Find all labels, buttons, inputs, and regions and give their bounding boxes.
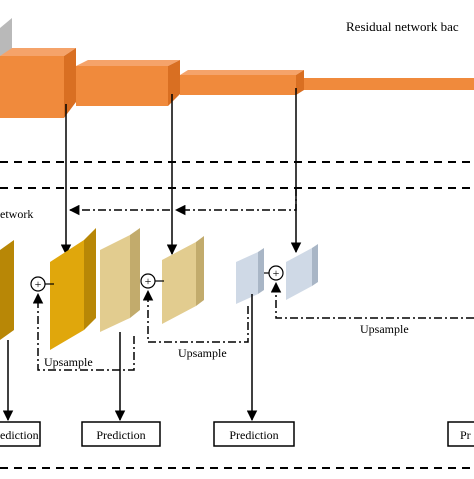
backbone-block-3-top	[180, 70, 304, 75]
upsample-label-3: Upsample	[360, 322, 409, 336]
upsample-path-2	[142, 289, 249, 343]
fpn-title: etwork	[0, 207, 33, 221]
feature-map-blue-2	[286, 244, 318, 300]
stem-block	[0, 18, 12, 60]
svg-text:Prediction: Prediction	[229, 428, 278, 442]
upsample-path-3	[270, 281, 474, 319]
feature-map-tan-1	[100, 228, 140, 332]
prediction-box-2: Prediction	[81, 421, 161, 447]
feature-map-gold-1	[0, 240, 14, 340]
svg-text:+: +	[273, 266, 280, 280]
prediction-box-3: Prediction	[213, 421, 295, 447]
backbone-block-2-side	[168, 60, 180, 106]
backbone-block-2	[76, 66, 168, 106]
upsample-label-1: Upsample	[44, 355, 93, 369]
backbone	[0, 18, 474, 118]
svg-text:Prediction: Prediction	[96, 428, 145, 442]
plus-node-2: +	[140, 273, 156, 289]
top-upsample-path-right	[174, 188, 297, 216]
upsample-path-1	[32, 292, 135, 371]
backbone-title: Residual network bac	[346, 19, 459, 34]
backbone-block-3	[180, 75, 296, 95]
feature-map-blue-1	[236, 248, 264, 304]
feature-map-tan-2	[162, 236, 204, 324]
plus-node-3: +	[268, 265, 284, 281]
backbone-block-1-top	[0, 48, 76, 56]
plus-node-1: +	[30, 276, 46, 292]
upsample-label-2: Upsample	[178, 346, 227, 360]
backbone-block-1-side	[64, 48, 76, 118]
svg-text:+: +	[145, 274, 152, 288]
svg-text:Pr: Pr	[460, 428, 471, 442]
backbone-block-1	[0, 56, 64, 118]
prediction-box-1: ediction	[0, 421, 41, 447]
prediction-box-4: Pr	[447, 421, 474, 447]
svg-text:ediction: ediction	[0, 428, 39, 442]
backbone-block-4	[304, 78, 474, 90]
backbone-block-2-top	[76, 60, 180, 66]
svg-text:+: +	[35, 277, 42, 291]
feature-map-gold-2	[50, 228, 96, 350]
backbone-block-3-side	[296, 70, 304, 95]
